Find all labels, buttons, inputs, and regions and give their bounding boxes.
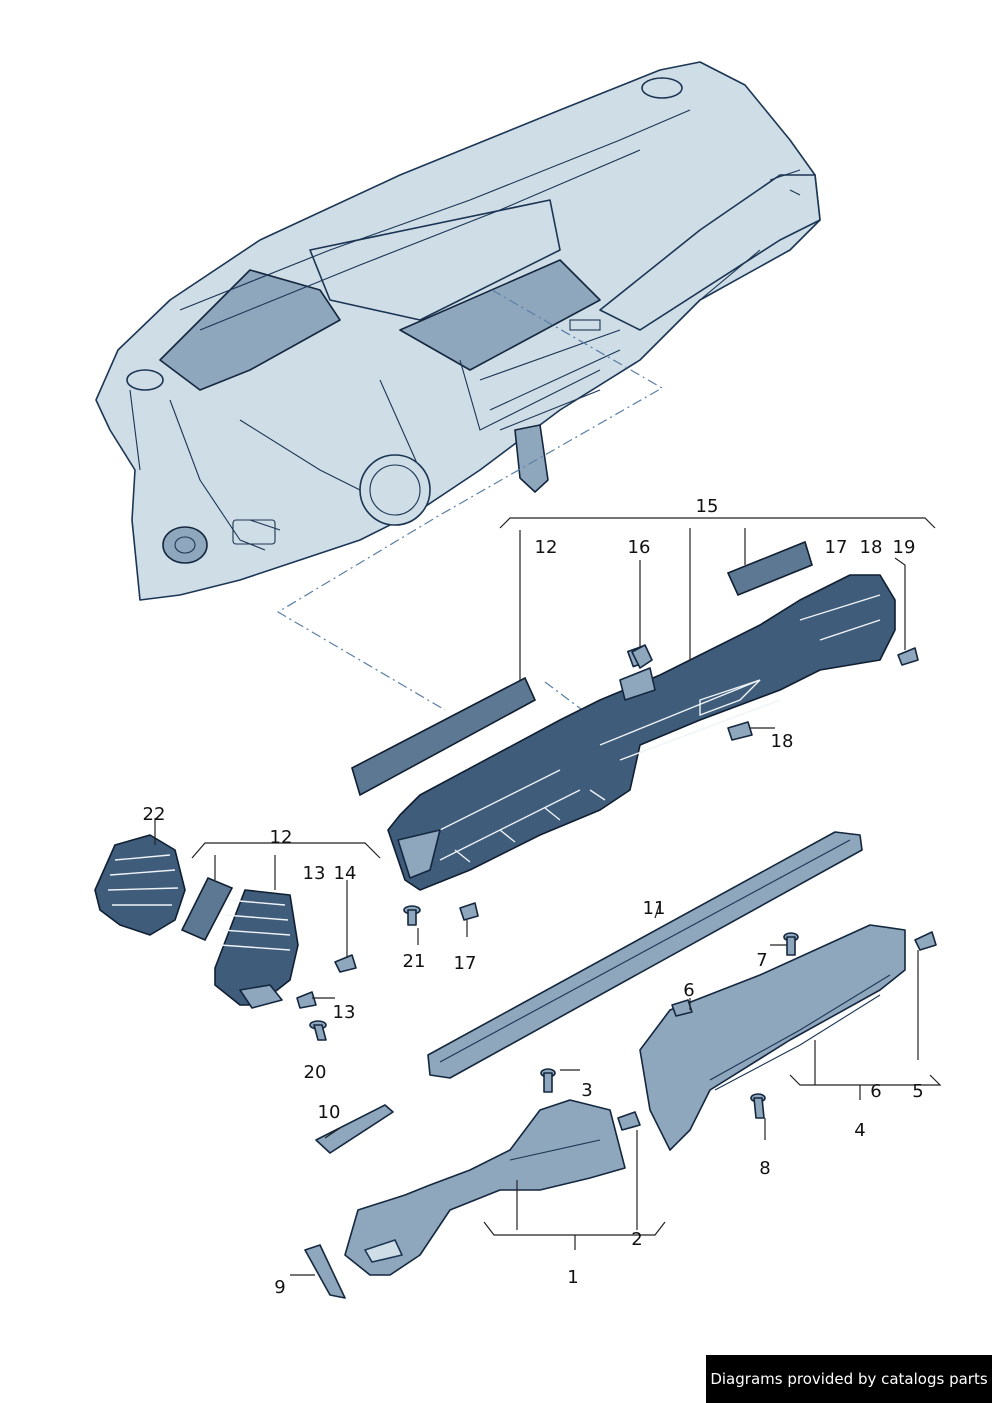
callout-4: 4: [854, 1120, 865, 1141]
callout-3: 3: [581, 1080, 592, 1101]
attribution-text: Diagrams provided by catalogs parts: [710, 1370, 988, 1388]
leader-lines: [154, 517, 942, 1276]
screw-3: [540, 1068, 556, 1093]
clip-6-upper: [671, 999, 693, 1017]
callout-1: 1: [567, 1267, 578, 1288]
callout-6-lower: 6: [870, 1081, 881, 1102]
callout-17-upper: 17: [825, 537, 848, 558]
callout-6-upper: 6: [683, 980, 694, 1001]
screw-8: [750, 1093, 766, 1119]
callout-labels: 1 2 3 4 5 6 6 7 8 9 10 11 12 12 13 13 14…: [143, 496, 924, 1298]
center-vent-12: [214, 889, 299, 1009]
callout-13-lower: 13: [333, 1002, 356, 1023]
callout-20: 20: [304, 1062, 327, 1083]
trim-strip-12-small: [180, 876, 234, 942]
clip-18: [727, 721, 753, 741]
callout-11: 11: [643, 898, 666, 919]
callout-8: 8: [759, 1158, 770, 1179]
callout-16: 16: [628, 537, 651, 558]
clip-16: [631, 644, 653, 669]
screw-20: [309, 1020, 327, 1041]
trim-panel-4: [639, 924, 906, 1151]
trim-panel-1: [344, 1099, 626, 1276]
dashboard-panel: [95, 61, 821, 601]
callout-22: 22: [143, 804, 166, 825]
relation-line: [276, 289, 664, 711]
callout-5: 5: [912, 1081, 923, 1102]
trim-strip-12: [351, 676, 537, 797]
callout-7: 7: [756, 950, 767, 971]
callout-13-upper: 13: [303, 863, 326, 884]
callout-12-upper: 12: [535, 537, 558, 558]
callout-18-lower: 18: [771, 731, 794, 752]
callout-2: 2: [631, 1229, 642, 1250]
relation-line: [544, 681, 586, 713]
callout-12-lower: 12: [270, 827, 293, 848]
screw-7: [783, 932, 799, 956]
clip-19: [897, 647, 919, 666]
trim-strip-11: [427, 831, 863, 1079]
clip-13: [296, 991, 317, 1009]
trim-strip-17: [726, 540, 813, 597]
air-vent-22: [94, 834, 186, 936]
clip-2: [617, 1111, 641, 1131]
callout-18-upper: 18: [860, 537, 883, 558]
callout-10: 10: [318, 1102, 341, 1123]
attribution-footer: Diagrams provided by catalogs parts: [706, 1355, 992, 1403]
clip-17-lower: [459, 902, 479, 921]
dashboard-carrier-15: [387, 574, 896, 891]
callout-19: 19: [893, 537, 916, 558]
screw-21: [403, 905, 421, 926]
callout-15: 15: [696, 496, 719, 517]
callout-21: 21: [403, 951, 426, 972]
trim-piece-9: [304, 1244, 346, 1299]
callout-9: 9: [274, 1277, 285, 1298]
callout-17-lower: 17: [454, 953, 477, 974]
clip-5: [914, 931, 937, 951]
callout-14: 14: [334, 863, 357, 884]
clip-14: [334, 954, 357, 973]
trim-piece-10: [315, 1104, 394, 1154]
